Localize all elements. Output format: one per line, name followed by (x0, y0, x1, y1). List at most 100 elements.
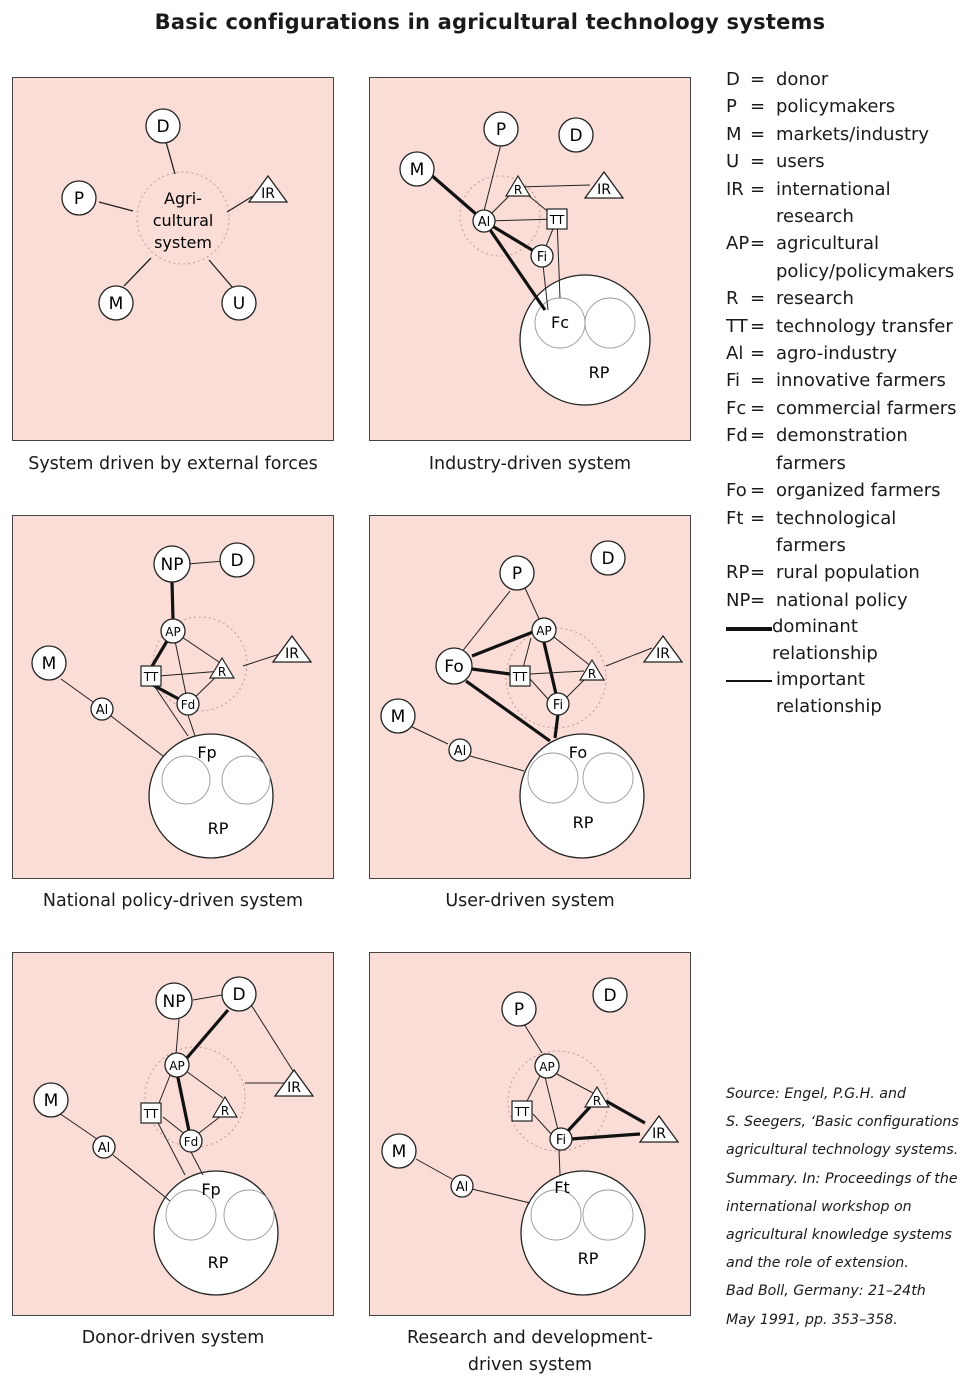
caption-external-forces: System driven by external forces (28, 454, 318, 474)
sub-group-circle (584, 297, 636, 349)
svg-text:R: R (218, 665, 226, 679)
edge (483, 143, 502, 212)
label-fp: Fp (201, 1180, 220, 1199)
label-fc: Fc (551, 313, 569, 332)
node-ap: AP (534, 1053, 560, 1079)
svg-text:AP: AP (536, 624, 551, 638)
svg-text:R: R (514, 183, 522, 197)
node-fi: Fi (530, 244, 554, 268)
svg-text:AP: AP (539, 1060, 554, 1074)
legend-key: Al (726, 343, 744, 365)
edge (58, 1112, 98, 1140)
important-line-swatch (726, 680, 772, 683)
node-d: D (558, 117, 594, 153)
svg-text:R: R (221, 1104, 229, 1118)
node-al: Al (92, 1135, 116, 1159)
node-tt: TT (511, 1100, 533, 1122)
caption-research-driven: Research and development- driven system (406, 1328, 654, 1375)
svg-text:M: M (44, 1091, 59, 1111)
diagram-research-driven: P D AP TT R IR Fi M Al Ft RP (381, 977, 680, 1296)
legend-item-d: D=donor (726, 66, 960, 93)
sub-group-circle (161, 755, 211, 805)
edge (544, 1076, 559, 1131)
edge (192, 994, 223, 1001)
legend-important-label: important relationship (776, 669, 882, 717)
legend-important: important relationship (726, 667, 960, 720)
legend-item-p: P=policymakers (726, 93, 960, 120)
edge-dominant (465, 679, 551, 743)
node-d: D (219, 542, 255, 578)
label-fp: Fp (197, 743, 216, 762)
node-tt: TT (140, 665, 162, 687)
node-fi: Fi (546, 692, 570, 716)
edge-m-system (123, 257, 152, 287)
svg-text:NP: NP (163, 992, 186, 1012)
legend-key: NP (726, 589, 751, 611)
legend-equals: = (750, 178, 766, 200)
svg-text:Al: Al (454, 744, 467, 759)
edge-dominant (471, 630, 534, 658)
node-r: R (211, 1095, 239, 1118)
edge-p-system (98, 201, 134, 212)
legend-definition: technology transfer (776, 315, 953, 337)
edge (175, 1018, 180, 1055)
node-np: NP (153, 545, 191, 583)
edge (187, 714, 196, 737)
svg-text:TT: TT (514, 1105, 530, 1119)
edge (558, 1149, 561, 1176)
legend-equals: = (750, 315, 766, 337)
edge (522, 637, 532, 669)
svg-text:R: R (593, 1094, 601, 1108)
svg-text:IR: IR (261, 186, 275, 202)
label-rp: RP (573, 813, 594, 832)
legend-definition: markets/industry (776, 123, 930, 145)
svg-text:Fi: Fi (556, 1133, 566, 1148)
caption-national-policy: National policy-driven system (42, 891, 304, 911)
edge (156, 1120, 186, 1176)
svg-text:D: D (603, 986, 616, 1006)
legend-item-ap: AP=agricultural policy/policymakers (726, 230, 960, 285)
center-label-line: Agri- (164, 189, 202, 208)
legend-key: M (726, 123, 742, 145)
legend-item-m: M=markets/industry (726, 121, 960, 148)
rural-population-circle (153, 1170, 279, 1296)
legend-definition: research (776, 288, 854, 310)
node-fd: Fd (179, 1129, 203, 1153)
svg-text:D: D (230, 551, 243, 571)
node-d: D (145, 108, 181, 144)
legend-key: RP (726, 562, 750, 584)
edge (523, 1023, 543, 1054)
svg-text:Al: Al (98, 1141, 111, 1156)
system-boundary (152, 616, 248, 712)
label-fo: Fo (569, 743, 587, 762)
source-line: agricultural technology systems.’ (726, 1142, 960, 1159)
node-fo: Fo (435, 647, 473, 685)
legend-item-r: R=research (726, 285, 960, 312)
edge-ir-system (226, 195, 254, 213)
svg-text:IR: IR (285, 646, 299, 662)
svg-text:M: M (410, 160, 425, 180)
svg-text:TT: TT (512, 670, 528, 684)
diagram-industry-driven: P D M R IR Al TT Fi Fc RP (399, 111, 651, 406)
legend-dominant: dominant relationship (726, 614, 960, 667)
edge (529, 670, 585, 675)
node-d: D (590, 540, 626, 576)
svg-text:P: P (514, 1000, 524, 1020)
center-label-line: cultural (153, 211, 214, 230)
svg-text:D: D (156, 117, 169, 137)
svg-text:AP: AP (169, 1059, 184, 1073)
node-m: M (399, 151, 435, 187)
legend-equals: = (750, 370, 766, 392)
node-ap: AP (160, 618, 186, 644)
node-r: R (208, 656, 236, 679)
legend-key: Fc (726, 397, 747, 419)
legend-definition: international research (776, 178, 891, 228)
legend-item-rp: RP=rural population (726, 559, 960, 586)
node-tt: TT (546, 208, 568, 230)
source-line: international workshop on (726, 1198, 912, 1215)
svg-text:Al: Al (96, 703, 109, 718)
panel-donor-driven: NP D AP IR M TT R Al Fd Fp RP (12, 952, 334, 1316)
svg-text:Fi: Fi (553, 698, 563, 713)
edge-u-system (208, 259, 234, 289)
